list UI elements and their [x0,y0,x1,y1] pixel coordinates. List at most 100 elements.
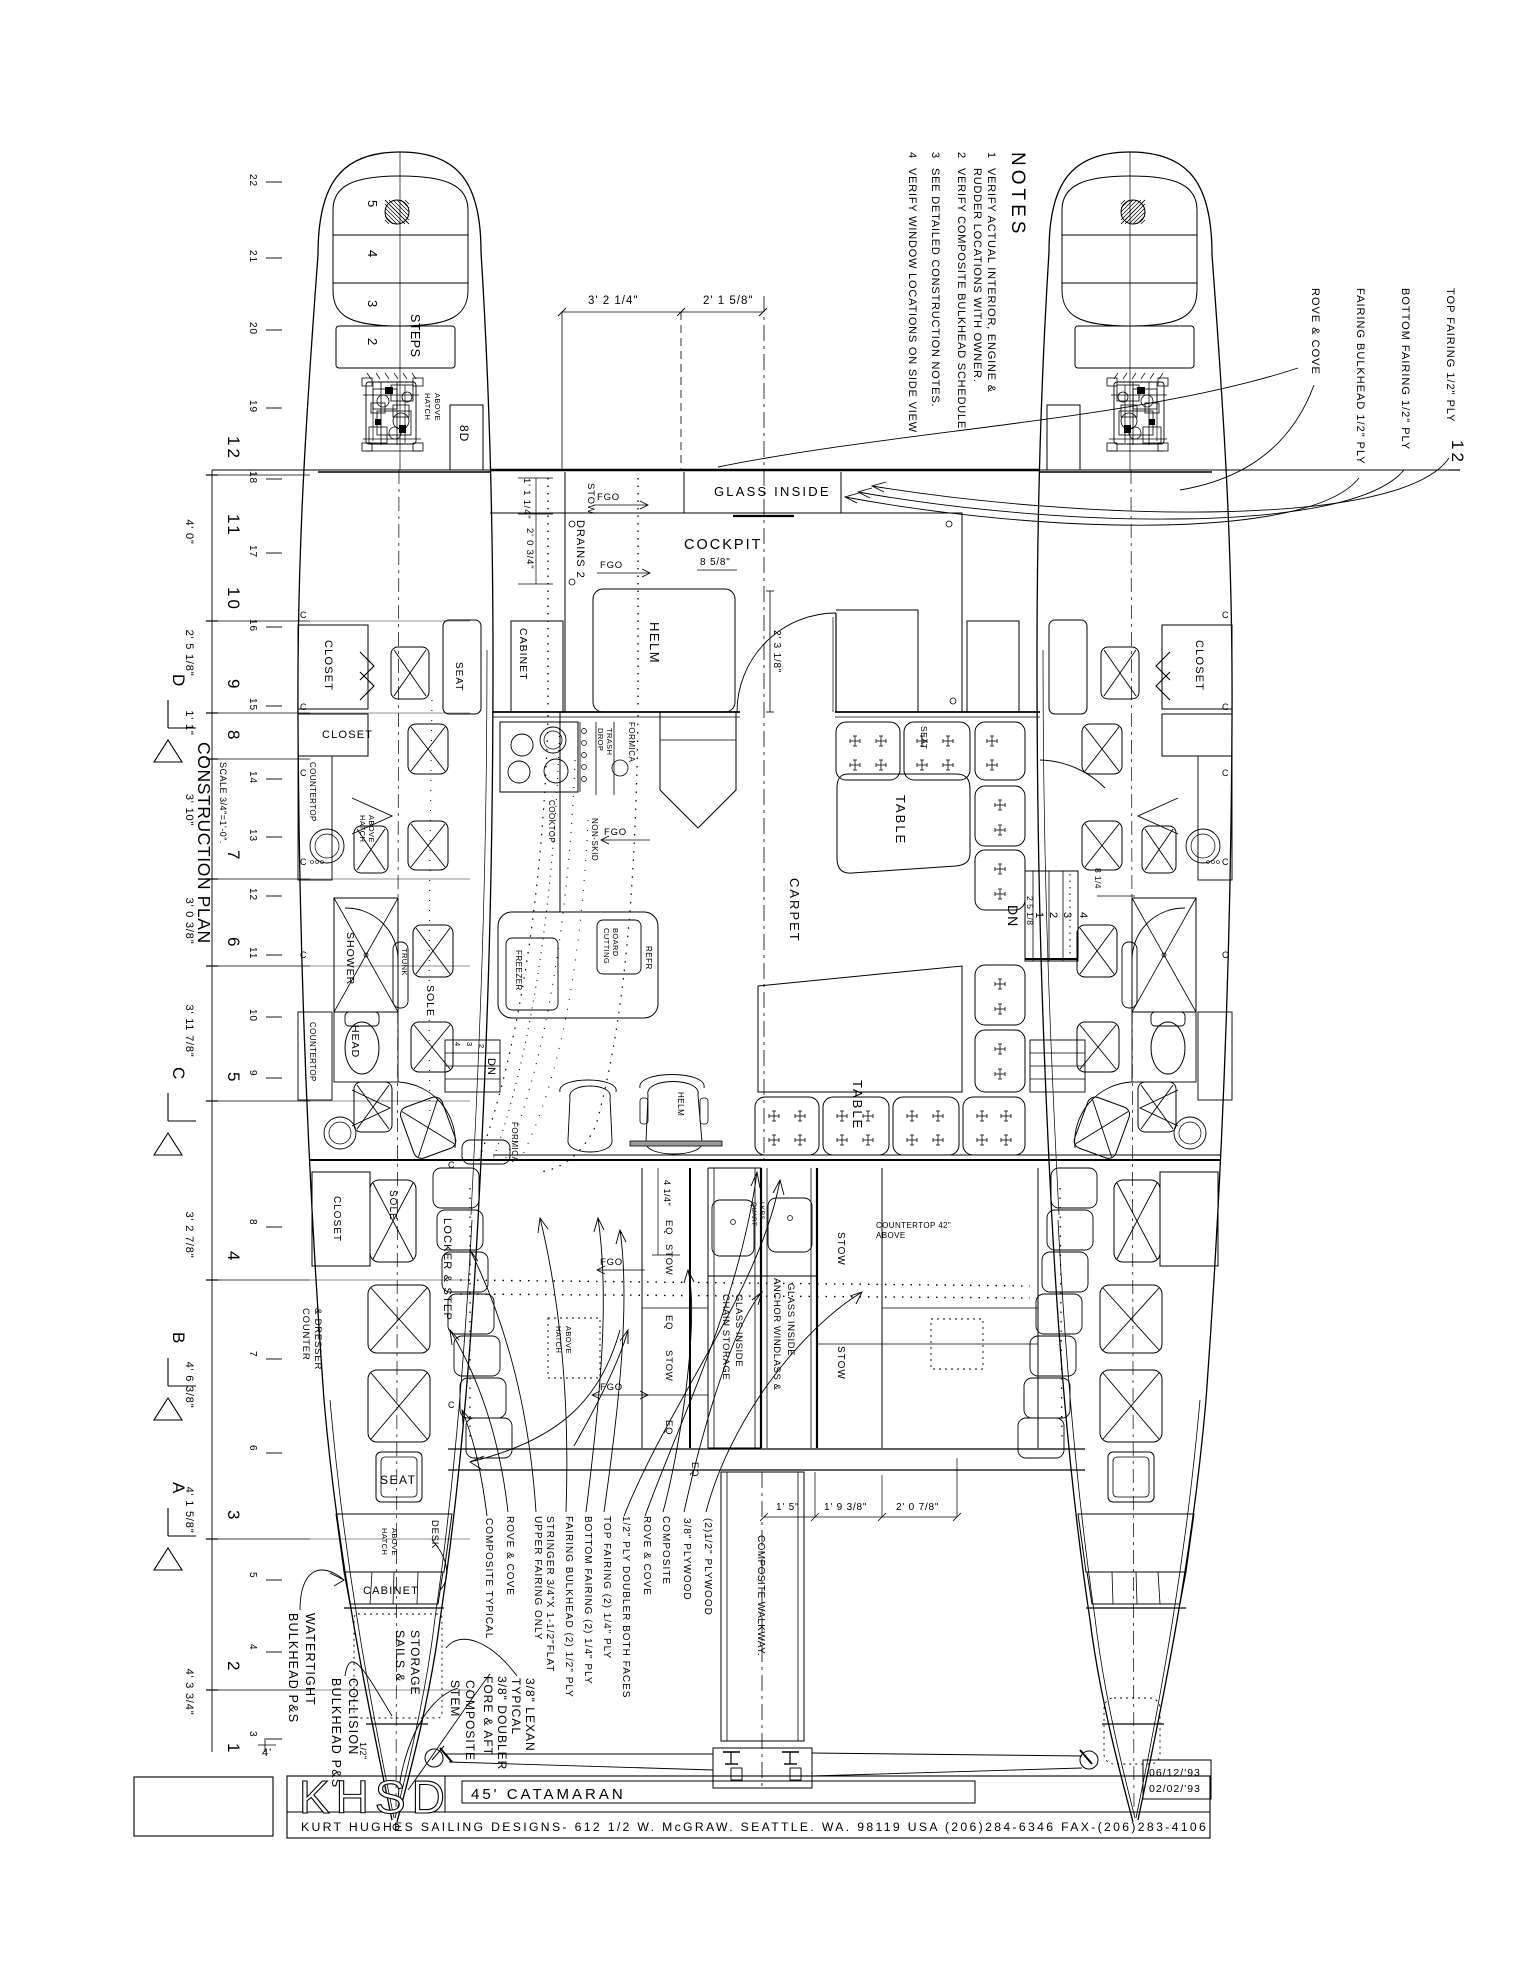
svg-text:D: D [169,674,188,687]
svg-text:2' 0 7/8": 2' 0 7/8" [896,1502,939,1513]
svg-text:BOARD: BOARD [611,928,620,957]
svg-text:C: C [1222,950,1229,960]
svg-text:3' 10": 3' 10" [183,794,195,826]
svg-text:ROVE & COVE: ROVE & COVE [1309,288,1321,375]
svg-text:3/8" PLYWOOD: 3/8" PLYWOOD [681,1518,692,1601]
svg-text:FORMICA: FORMICA [510,1122,519,1163]
svg-text:CABINET: CABINET [363,1585,419,1597]
svg-text:1: 1 [224,1743,243,1755]
svg-text:1: 1 [985,152,997,159]
svg-text:4: 4 [453,1042,462,1046]
svg-text:CHAIN STORAGE: CHAIN STORAGE [720,1294,731,1380]
svg-text:STEPS: STEPS [408,314,422,358]
svg-text:11: 11 [224,514,243,538]
svg-text:6: 6 [247,1445,258,1452]
svg-text:4: 4 [247,1644,258,1651]
svg-text:3: 3 [465,1042,474,1046]
svg-text:3' 2 1/4": 3' 2 1/4" [588,295,638,307]
svg-text:COMPOSITE: COMPOSITE [660,1516,671,1585]
svg-text:FREEZER: FREEZER [514,950,523,991]
svg-text:7: 7 [247,1351,258,1358]
svg-text:EQ: EQ [663,1315,674,1330]
svg-text:10: 10 [224,587,243,612]
svg-text:FGO: FGO [604,827,627,838]
svg-text:FORE & AFT: FORE & AFT [481,1676,495,1756]
svg-text:CLOSET: CLOSET [322,729,373,741]
svg-text:3' 11 7/8": 3' 11 7/8" [183,1005,195,1058]
svg-text:2' 3 1/8": 2' 3 1/8" [771,630,782,673]
svg-text:1/2": 1/2" [358,1742,368,1760]
svg-text:10: 10 [247,1009,258,1022]
svg-text:STORAGE: STORAGE [408,1630,422,1695]
svg-text:STOW: STOW [585,483,596,515]
svg-text:TRASH: TRASH [605,728,614,755]
svg-text:DROP: DROP [596,728,605,751]
svg-text:8: 8 [224,730,243,742]
svg-text:4: 4 [224,1251,243,1263]
svg-text:SHOWER: SHOWER [344,932,356,985]
svg-text:8 1/4: 8 1/4 [1093,868,1103,889]
svg-text:2' 5 1/8": 2' 5 1/8" [183,630,195,677]
svg-text:COLLISION: COLLISION [346,1678,360,1756]
svg-text:COUNTER: COUNTER [300,1308,311,1361]
svg-text:C: C [1222,702,1229,712]
svg-text:1: 1 [1033,912,1045,918]
svg-text:3' 2 7/8": 3' 2 7/8" [183,1212,195,1259]
svg-text:GLASS INSIDE: GLASS INSIDE [733,1294,744,1367]
svg-text:3/8" DOUBLER: 3/8" DOUBLER [495,1676,509,1770]
svg-text:EQ: EQ [689,1462,700,1477]
svg-text:HATCH: HATCH [554,1326,563,1353]
svg-text:GLASS INSIDE: GLASS INSIDE [785,1283,796,1356]
svg-text:1' 5": 1' 5" [776,1502,799,1513]
svg-text:C: C [300,702,307,712]
svg-text:SEAT: SEAT [919,726,929,750]
svg-text:45' CATAMARAN: 45' CATAMARAN [471,1786,626,1803]
svg-text:COMPOSITE: COMPOSITE [463,1680,477,1761]
svg-text:8 5/8": 8 5/8" [700,557,731,568]
svg-text:STOW: STOW [835,1346,846,1380]
svg-text:FORMICA: FORMICA [627,722,636,763]
svg-text:4': 4' [262,1747,272,1759]
svg-text:4' 1 5/8": 4' 1 5/8" [183,1487,195,1534]
svg-text:TOP FAIRING (2) 1/4" PLY: TOP FAIRING (2) 1/4" PLY [601,1516,612,1659]
svg-text:VERIFY WINDOW LOCATIONS ON SID: VERIFY WINDOW LOCATIONS ON SIDE VIEW [906,168,918,433]
svg-text:A: A [169,1482,188,1494]
svg-text:COUNTERTOP 42": COUNTERTOP 42" [876,1221,951,1230]
svg-text:16: 16 [247,619,258,632]
svg-text:1' 1 1/4": 1' 1 1/4" [521,478,532,519]
svg-text:2: 2 [955,152,967,159]
svg-text:2: 2 [477,1044,486,1048]
svg-text:C: C [1222,768,1229,778]
svg-text:FGO: FGO [597,492,620,503]
svg-text:FAIRING BULKHEAD (2) 1/2" PLY: FAIRING BULKHEAD (2) 1/2" PLY [563,1516,574,1698]
svg-text:18: 18 [247,471,258,484]
svg-text:21: 21 [247,250,258,263]
svg-text:COMPOSITE TYPICAL: COMPOSITE TYPICAL [483,1518,494,1639]
svg-text:LOCKER & STEP: LOCKER & STEP [441,1218,453,1321]
svg-text:TOP FAIRING 1/2" PLY: TOP FAIRING 1/2" PLY [1444,288,1456,423]
svg-text:2: 2 [365,338,380,346]
svg-text:COUNTERTOP: COUNTERTOP [308,762,317,822]
svg-text:5: 5 [247,1572,258,1579]
svg-text:C: C [300,610,307,620]
svg-text:9: 9 [224,679,243,691]
svg-text:B: B [169,1332,188,1344]
svg-text:SEAT: SEAT [453,662,464,691]
svg-text:CUTTING: CUTTING [602,928,611,964]
svg-text:DRAINS 2: DRAINS 2 [574,520,586,579]
svg-text:BOTTOM FAIRING 1/2" PLY: BOTTOM FAIRING 1/2" PLY [1399,288,1411,450]
svg-text:4: 4 [1077,912,1089,918]
svg-text:22: 22 [247,174,258,187]
svg-text:SAILS &: SAILS & [393,1630,407,1682]
svg-text:HEAD: HEAD [349,1025,361,1058]
svg-text:12: 12 [1448,440,1467,465]
svg-text:VERIFY ACTUAL INTERIOR, ENGINE: VERIFY ACTUAL INTERIOR, ENGINE & [985,168,997,393]
svg-text:6: 6 [224,937,243,949]
svg-text:C: C [1222,610,1229,620]
svg-text:8D: 8D [457,425,471,442]
svg-text:NON-SKID: NON-SKID [590,818,599,861]
svg-text:9: 9 [247,1070,258,1077]
svg-text:HELM: HELM [676,1092,685,1116]
svg-text:BULKHEAD P&S: BULKHEAD P&S [286,1613,300,1723]
svg-text:3: 3 [929,152,941,159]
